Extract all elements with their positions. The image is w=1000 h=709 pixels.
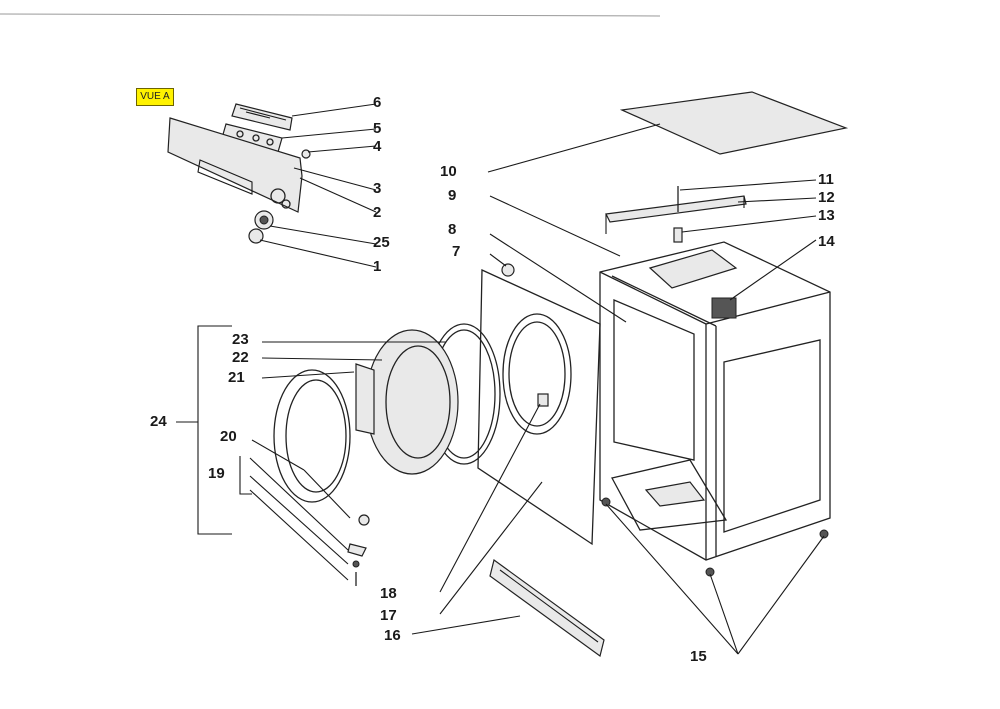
label-5: 5	[373, 120, 381, 137]
part-22-door-glass-frame	[365, 329, 459, 475]
label-14: 14	[818, 233, 835, 250]
label-13: 13	[818, 207, 835, 224]
scan-edge-line	[0, 13, 661, 17]
label-22: 22	[232, 349, 249, 366]
label-4: 4	[373, 138, 382, 155]
part-21-hinge	[355, 363, 375, 435]
view-a-badge: VUE A	[136, 88, 174, 106]
label-18: 18	[380, 585, 397, 602]
part-20-lock-catch	[358, 514, 370, 526]
part-9-cabinet	[599, 241, 831, 561]
label-20: 20	[220, 428, 237, 445]
label-7: 7	[452, 243, 460, 260]
part-13-spacer	[673, 227, 683, 243]
part-20-outer-door-ring	[273, 369, 351, 503]
label-17: 17	[380, 607, 397, 624]
part-15-feet	[601, 497, 829, 577]
label-24: 24	[150, 413, 167, 430]
label-11: 11	[818, 171, 834, 188]
label-15: 15	[690, 648, 707, 665]
label-25: 25	[373, 234, 390, 251]
part-1-knob-cap	[248, 228, 264, 244]
control-panel-group	[167, 103, 311, 244]
part-2-front-panel	[167, 117, 303, 213]
label-19: 19	[208, 465, 225, 482]
part-16-kickplate	[489, 558, 605, 658]
label-3: 3	[373, 180, 381, 197]
part-4-small-knob	[301, 149, 311, 159]
part-19-handle	[347, 543, 367, 557]
label-21: 21	[228, 369, 245, 386]
part-8-front-panel	[477, 268, 601, 546]
part-10-top-cover	[619, 91, 849, 155]
label-6: 6	[373, 94, 381, 111]
part-6-display-board	[231, 103, 293, 131]
part-7-light-lens	[501, 263, 515, 277]
part-number-labels: 6 5 4 3 2 25 1 10 9 8 7 11 12 13 14 23 2…	[150, 94, 835, 665]
label-2: 2	[373, 204, 381, 221]
label-16: 16	[384, 627, 401, 644]
control-panel-leaders	[259, 103, 377, 268]
label-10: 10	[440, 163, 457, 180]
label-9: 9	[448, 187, 456, 204]
label-8: 8	[448, 221, 456, 238]
label-23: 23	[232, 331, 249, 348]
door-leaders	[176, 325, 446, 581]
label-1: 1	[373, 258, 381, 275]
label-12: 12	[818, 189, 835, 206]
